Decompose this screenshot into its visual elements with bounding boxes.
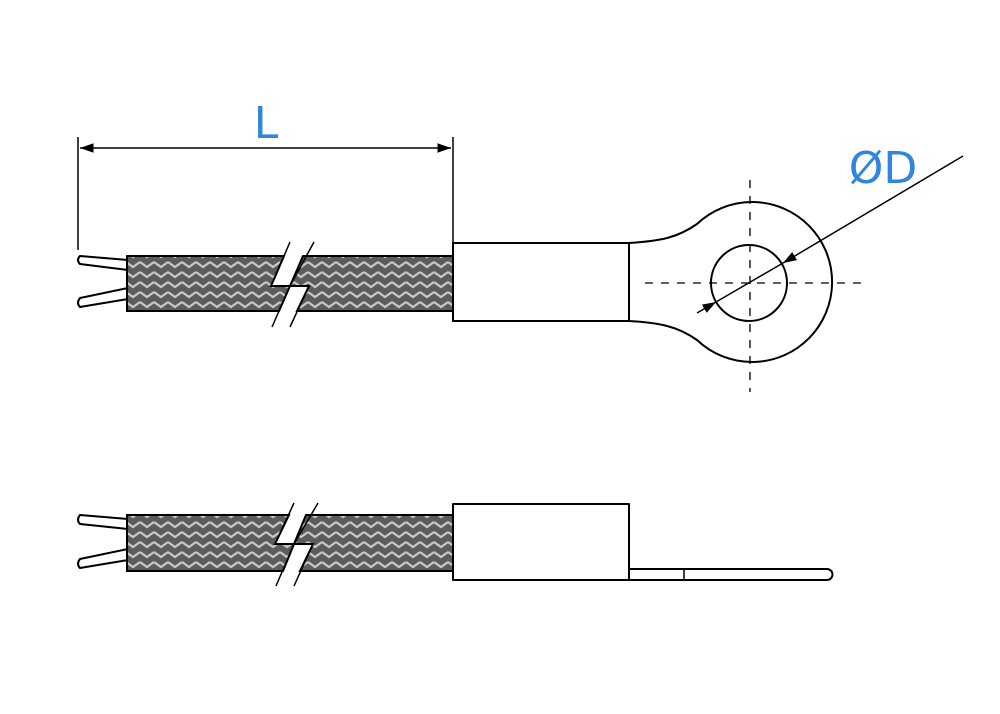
cable-segment-right-side xyxy=(292,514,454,572)
braided-cable-side xyxy=(126,502,454,587)
cable-segment-right xyxy=(288,255,454,312)
length-label: L xyxy=(254,98,279,149)
wire-end-upper xyxy=(77,255,129,271)
top-view: L ØD xyxy=(77,98,964,392)
diameter-dimension: ØD xyxy=(696,143,964,314)
diameter-dimension-line xyxy=(715,262,784,303)
break-symbol-line-b xyxy=(288,241,315,328)
wire-ends-top xyxy=(77,255,129,308)
length-dimension: L xyxy=(77,98,454,250)
break-symbol-line-b-side xyxy=(292,502,319,587)
break-symbol-line-a-side xyxy=(273,502,296,587)
side-view xyxy=(77,502,834,587)
wire-ends-side xyxy=(77,514,129,569)
cable-segment-left-side xyxy=(126,514,296,572)
wire-end-upper-side xyxy=(77,514,129,530)
wire-end-lower xyxy=(77,287,129,308)
wire-end-lower-side xyxy=(77,548,129,569)
crimp-barrel-side xyxy=(452,503,630,581)
crimp-barrel-top xyxy=(452,242,630,322)
braided-cable-top xyxy=(126,241,454,328)
diameter-leader-line xyxy=(782,155,964,264)
diameter-label: ØD xyxy=(849,143,918,194)
diameter-arrow-lower xyxy=(696,301,717,314)
break-symbol-line-a xyxy=(269,241,292,328)
flat-tongue xyxy=(628,568,834,581)
cable-segment-left xyxy=(126,255,292,312)
